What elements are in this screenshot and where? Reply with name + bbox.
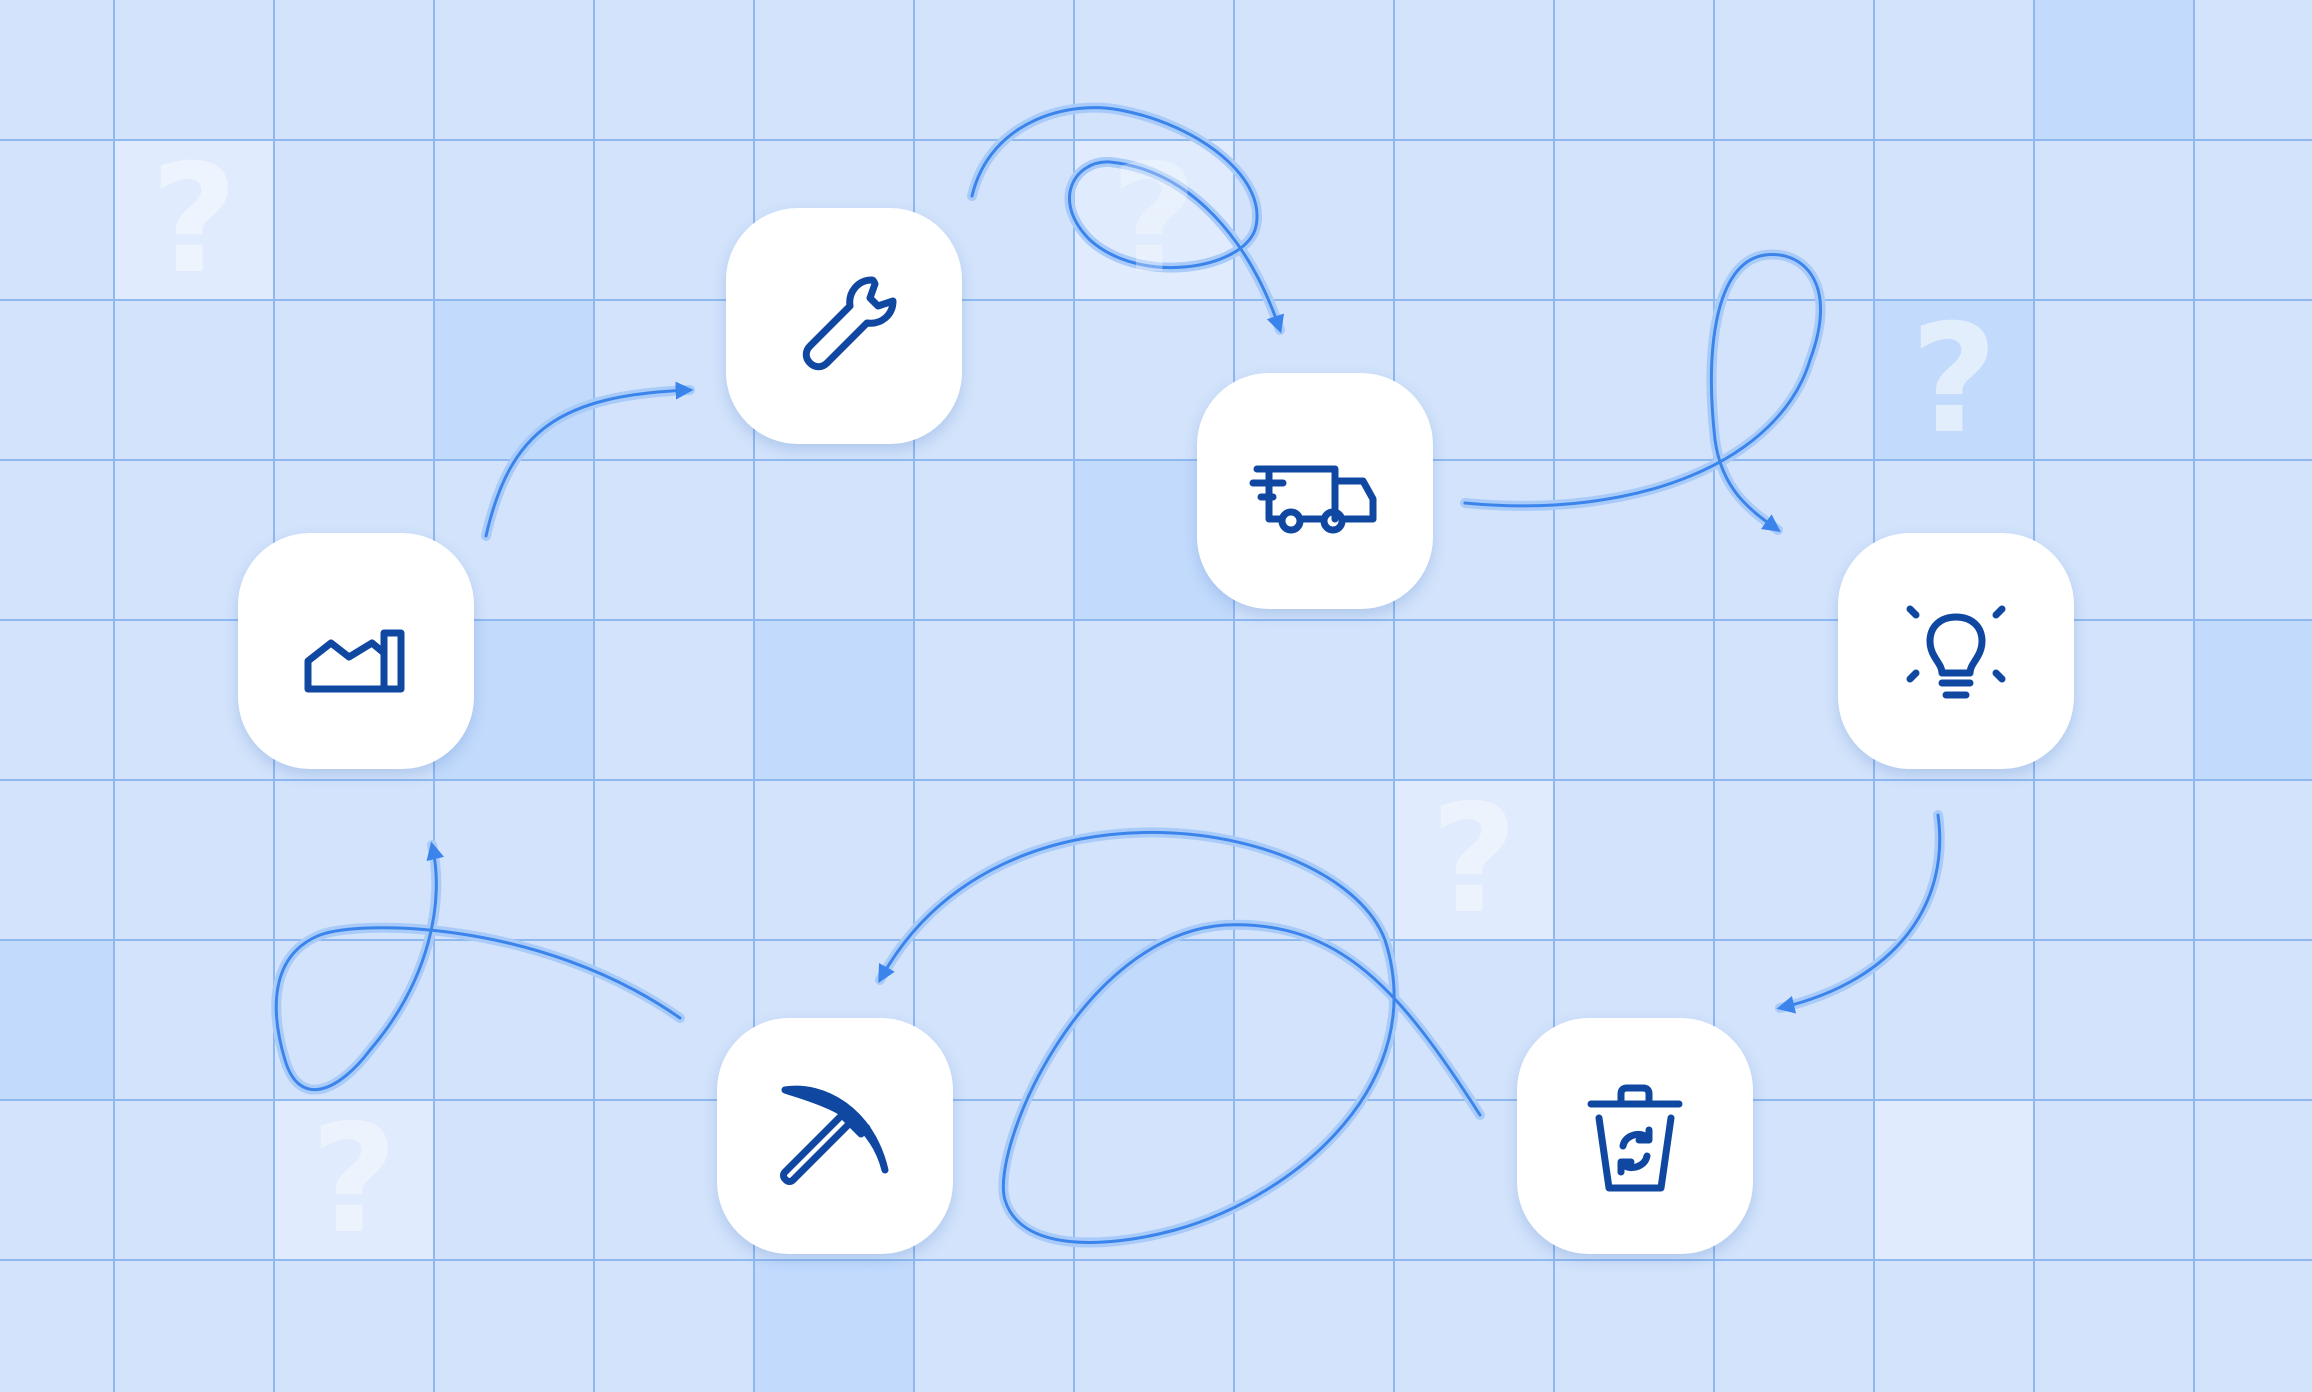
grid-cell-light (1874, 1100, 2034, 1260)
arrow-recycle-to-pickaxe (875, 827, 1485, 1248)
lightbulb-icon (1906, 605, 2006, 699)
arrow-lightbulb-to-recycle (1775, 810, 1945, 1014)
grid-cell-dark (2194, 620, 2312, 780)
grid-cell-dark (2034, 0, 2194, 140)
factory-icon (304, 629, 405, 693)
arrow-wrench-to-truck (967, 102, 1285, 335)
question-mark: ? (1910, 293, 1998, 467)
wrench-icon (802, 276, 897, 371)
grid-cell-dark (1074, 940, 1234, 1100)
lightbulb-node (1838, 533, 2074, 769)
flow-arrows (271, 102, 1945, 1248)
delivery-truck-icon (1249, 465, 1377, 534)
grid-cell-dark (0, 940, 114, 1100)
recycle-bin-icon (1587, 1084, 1683, 1192)
arrow-pickaxe-to-factory (271, 840, 685, 1095)
recycle-bin-node (1517, 1018, 1753, 1254)
question-mark: ? (1110, 133, 1198, 307)
factory-node (238, 533, 474, 769)
arrow-truck-to-lightbulb (1460, 249, 1826, 535)
grid-cell-dark (1874, 300, 2034, 460)
grid-cell-light (1394, 780, 1554, 940)
question-mark: ? (150, 133, 238, 307)
pickaxe-node (717, 1018, 953, 1254)
grid-cell-dark (754, 620, 914, 780)
grid-cell-light (274, 1100, 434, 1260)
question-mark: ? (310, 1093, 398, 1267)
arrow-factory-to-wrench (481, 381, 695, 541)
grid-cell-dark (434, 300, 594, 460)
pickaxe-icon (780, 1085, 889, 1185)
truck-node (1197, 373, 1433, 609)
grid-cell-dark (754, 1260, 914, 1392)
wrench-node (726, 208, 962, 444)
question-mark: ? (1430, 773, 1518, 947)
grid-cell-light (114, 140, 274, 300)
